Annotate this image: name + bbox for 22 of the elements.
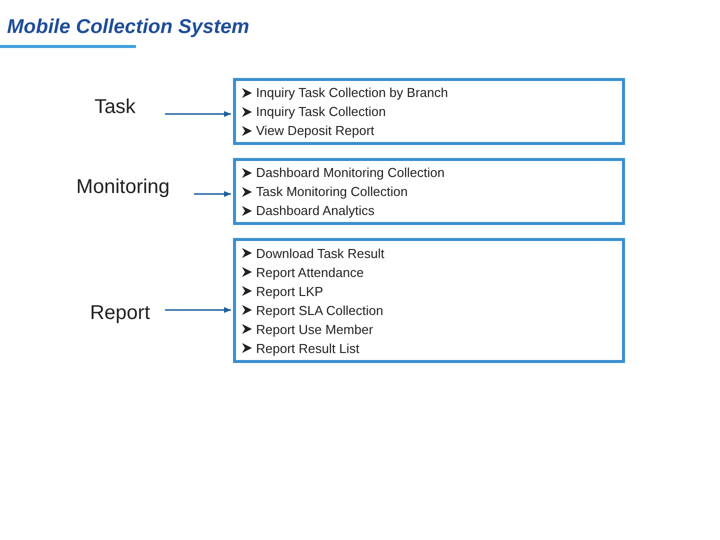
arrow: [194, 191, 231, 197]
list-item: Dashboard Analytics: [256, 202, 375, 220]
list-item: Download Task Result: [256, 244, 384, 262]
list-item: Inquiry Task Collection: [256, 103, 386, 121]
category-label: Monitoring: [60, 174, 186, 200]
menu-list-box: [233, 238, 625, 363]
list-item: Report Use Member: [256, 320, 374, 338]
arrow: [165, 111, 231, 117]
list-item: Report Attendance: [256, 264, 364, 282]
list-item: Report SLA Collection: [256, 302, 384, 320]
list-item: Task Monitoring Collection: [256, 183, 408, 201]
arrow: [165, 307, 231, 313]
category-label: Report: [75, 300, 165, 326]
list-item: Dashboard Monitoring Collection: [256, 164, 445, 182]
list-item: Inquiry Task Collection by Branch: [256, 84, 448, 102]
title: Mobile Collection System: [7, 15, 250, 40]
menu-list-box: [233, 78, 625, 145]
category-label: Task: [70, 94, 160, 120]
menu-list-box: [233, 158, 625, 225]
list-item: Report LKP: [256, 282, 324, 300]
list-item: Report Result List: [256, 340, 360, 358]
list-item: View Deposit Report: [256, 122, 374, 140]
